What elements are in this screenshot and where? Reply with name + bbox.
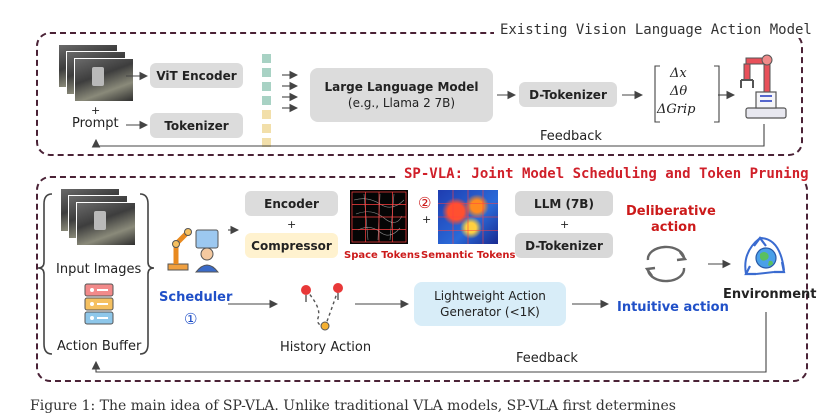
circled-two-marker: ②: [418, 194, 432, 212]
semantic-tokens-label: Semantic Tokens: [421, 250, 516, 261]
intuitive-action-label: Intuitive action: [617, 300, 729, 315]
existing-vla-title: Existing Vision Language Action Model: [494, 22, 818, 38]
tokenizer-box: Tokenizer: [150, 113, 243, 138]
llm-7b-box: LLM (7B): [515, 191, 613, 216]
llm-box: Large Language Model (e.g., Llama 2 7B): [310, 68, 493, 122]
environment-icon: [740, 232, 792, 280]
token-column: [262, 54, 272, 147]
lightweight-generator-box: Lightweight Action Generator (<1K): [414, 282, 566, 326]
existing-vla-panel: [36, 32, 803, 156]
encoder-plus: +: [287, 218, 297, 231]
llm-plus: +: [560, 218, 570, 231]
switch-cycle-icon: [640, 244, 692, 284]
deliberative-label: Deliberative: [626, 204, 716, 219]
top-plus: +: [91, 104, 101, 117]
bottom-input-images: [60, 188, 140, 248]
action-vector: Δx Δθ ΔGrip: [650, 66, 718, 122]
environment-label: Environment: [723, 287, 817, 302]
lightweight-title: Lightweight Action: [434, 289, 546, 303]
tokens-plus: +: [422, 213, 432, 226]
top-feedback-label: Feedback: [540, 129, 602, 144]
scheduler-label: Scheduler: [159, 290, 233, 305]
input-images-label: Input Images: [56, 262, 142, 277]
top-input-images: [58, 44, 138, 104]
vit-encoder-box: ViT Encoder: [150, 63, 243, 88]
space-tokens-label: Space Tokens: [344, 250, 420, 261]
lightweight-size: Generator (<1K): [440, 305, 540, 319]
prompt-label: Prompt: [72, 116, 119, 131]
sp-vla-title: SP-VLA: Joint Model Scheduling and Token…: [398, 166, 815, 182]
bottom-d-tokenizer-box: D-Tokenizer: [515, 233, 613, 258]
delta-theta: Δθ: [670, 84, 688, 99]
history-action-icon: [296, 280, 352, 334]
compressor-box: Compressor: [245, 233, 338, 258]
llm-example: (e.g., Llama 2 7B): [347, 96, 456, 110]
action-buffer-icon: [82, 282, 116, 328]
delta-grip: ΔGrip: [657, 102, 696, 117]
action-buffer-label: Action Buffer: [57, 339, 142, 354]
deliberative-action-label: action: [651, 220, 697, 235]
delta-x: Δx: [670, 66, 687, 81]
robot-arm-icon: [738, 50, 792, 122]
scheduler-step-number: ①: [184, 310, 198, 328]
figure-caption: Figure 1: The main idea of SP-VLA. Unlik…: [30, 398, 676, 414]
semantic-token-image: [438, 190, 498, 244]
llm-title: Large Language Model: [324, 80, 479, 94]
history-action-label: History Action: [280, 340, 372, 355]
scheduler-icon: [166, 224, 224, 273]
space-token-image: [350, 190, 408, 244]
bottom-feedback-label: Feedback: [516, 351, 578, 366]
top-d-tokenizer-box: D-Tokenizer: [519, 82, 617, 107]
encoder-box: Encoder: [245, 191, 338, 216]
